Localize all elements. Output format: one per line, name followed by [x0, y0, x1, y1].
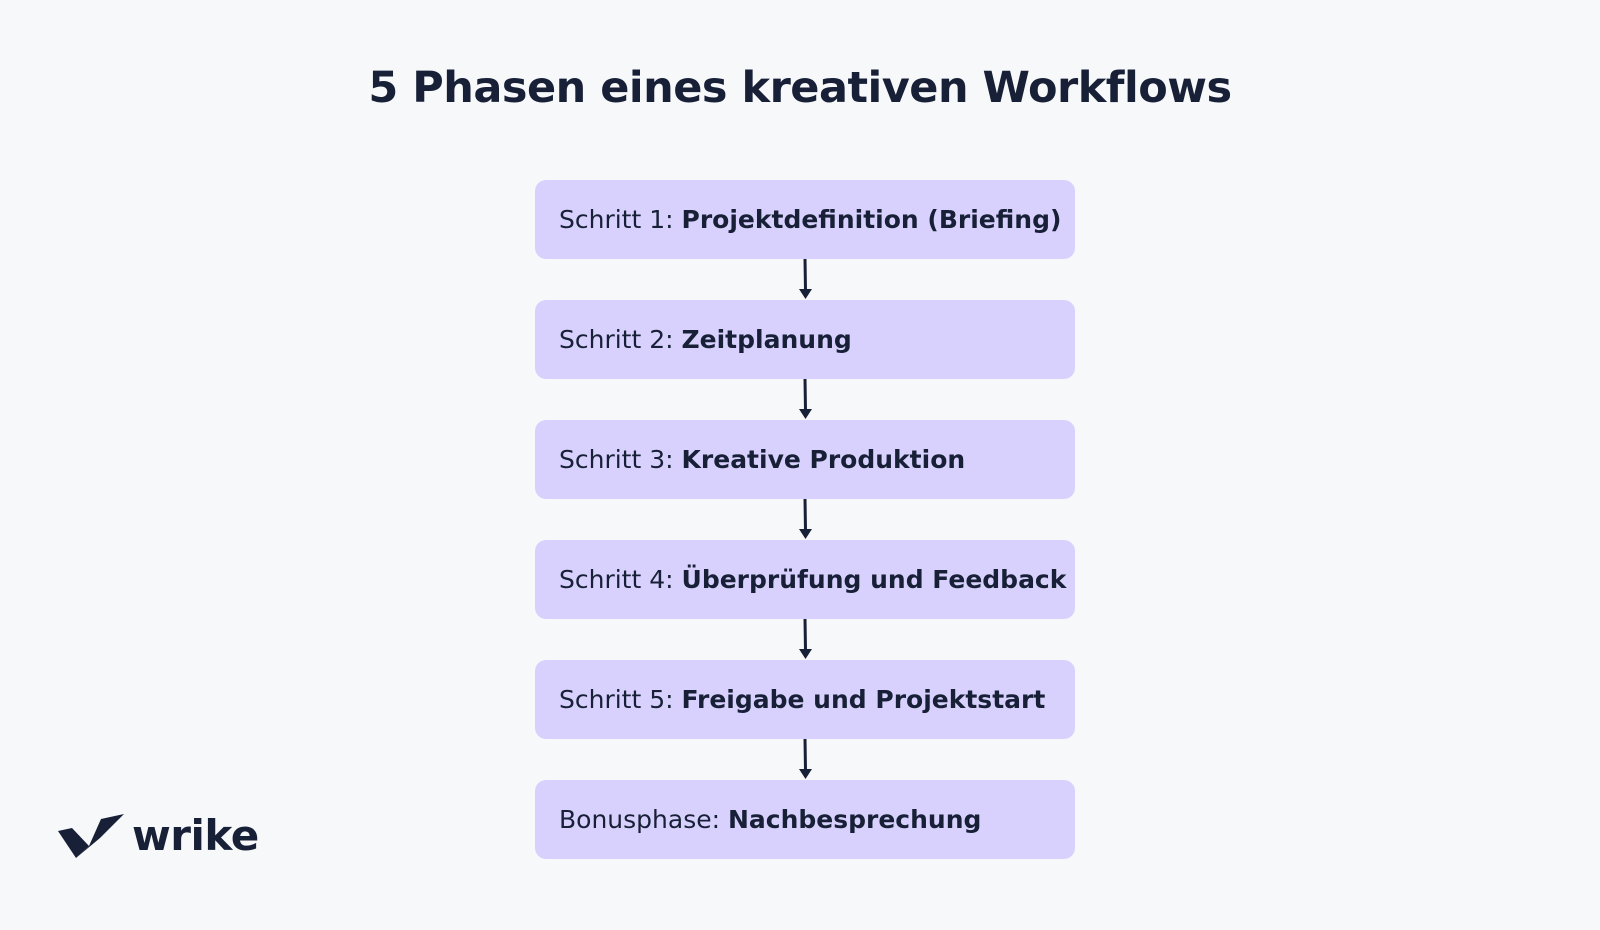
step-box-4: Schritt 4: Überprüfung und Feedback: [535, 540, 1075, 619]
wrike-logo: wrike: [58, 814, 259, 858]
step-name: Überprüfung und Feedback: [681, 565, 1067, 594]
flow-arrow-5: [799, 739, 812, 779]
step-box-bonus: Bonusphase: Nachbesprechung: [535, 780, 1075, 859]
step-name: Projektdefinition (Briefing): [681, 205, 1062, 234]
step-box-5: Schritt 5: Freigabe und Projektstart: [535, 660, 1075, 739]
step-name: Kreative Produktion: [681, 445, 966, 474]
step-prefix: Schritt 3:: [559, 445, 674, 474]
flow-arrow-1: [799, 259, 812, 299]
step-prefix: Schritt 4:: [559, 565, 674, 594]
step-box-3: Schritt 3: Kreative Produktion: [535, 420, 1075, 499]
flow-arrow-4: [799, 619, 812, 659]
step-prefix: Bonusphase:: [559, 805, 721, 834]
step-box-1: Schritt 1: Projektdefinition (Briefing): [535, 180, 1075, 259]
step-name: Zeitplanung: [681, 325, 852, 354]
step-name: Nachbesprechung: [727, 805, 982, 834]
flow-arrow-3: [799, 499, 812, 539]
step-name: Freigabe und Projektstart: [681, 685, 1046, 714]
step-prefix: Schritt 2:: [559, 325, 674, 354]
wrike-checkmark-icon: [58, 814, 124, 858]
step-box-2: Schritt 2: Zeitplanung: [535, 300, 1075, 379]
step-prefix: Schritt 1:: [559, 205, 674, 234]
step-prefix: Schritt 5:: [559, 685, 674, 714]
flow-arrow-2: [799, 379, 812, 419]
wrike-logo-text: wrike: [132, 811, 259, 860]
diagram-title: 5 Phasen eines kreativen Workflows: [368, 63, 1232, 113]
